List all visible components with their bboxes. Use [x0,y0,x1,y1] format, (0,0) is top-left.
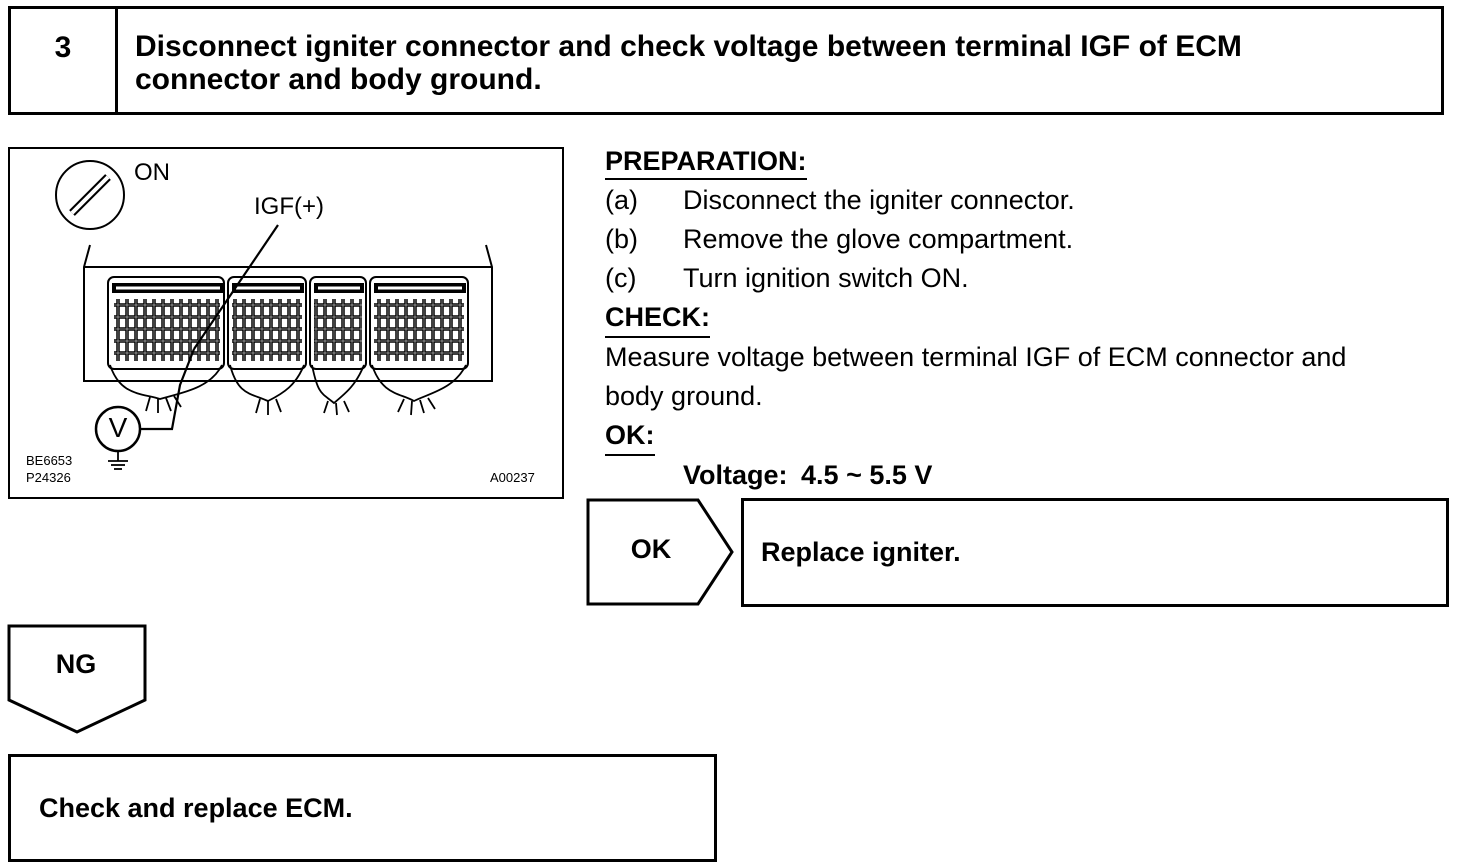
ecm-housing [83,244,493,382]
ng-arrow [7,624,147,734]
check-heading-text: CHECK: [605,302,710,332]
preparation-heading: PREPARATION: [605,144,807,180]
item-text: Turn ignition switch ON. [683,263,969,293]
ok-arrow-label: OK [630,534,672,564]
step-title-line-2: connector and body ground. [135,63,542,96]
preparation-item-c: (c) Turn ignition switch ON. [605,259,1465,298]
ok-heading-text: OK: [605,420,655,450]
switch-on-label: ON [134,159,170,186]
preparation-item-a: (a) Disconnect the igniter connector. [605,181,1465,220]
step-header: 3 Disconnect igniter connector and check… [8,6,1444,115]
ecm-connector-4 [369,276,469,370]
ok-spec-label: Voltage: [683,460,788,490]
replace-ecm-box: Check and replace ECM. [8,754,717,862]
ok-spec: Voltage: 4.5 ~ 5.5 V [605,456,1465,495]
replace-ecm-text: Check and replace ECM. [39,793,353,823]
step-title: Disconnect igniter connector and check v… [135,30,1425,96]
ok-heading: OK: [605,417,655,456]
figure-id: A00237 [490,470,535,485]
figure-code-1: BE6653 [26,453,73,468]
ecm-connector-diagram [55,160,493,470]
ecm-connector-1 [107,276,225,370]
step-number: 3 [54,31,72,64]
ng-arrow-label: NG [55,649,97,679]
ignition-switch-icon [55,160,125,230]
item-marker: (b) [605,224,638,254]
check-heading: CHECK: [605,299,710,338]
voltmeter-symbol: V [108,412,128,443]
preparation-item-b: (b) Remove the glove compartment. [605,220,1465,259]
replace-igniter-text: Replace igniter. [761,537,961,567]
item-marker: (a) [605,185,638,215]
step-title-line-1: Disconnect igniter connector and check v… [135,30,1242,63]
ground-icon [108,451,128,470]
ecm-connector-3 [309,276,367,370]
ok-arrow [586,498,734,606]
igf-terminal-label: IGF(+) [254,193,324,220]
instructions: PREPARATION: (a) Disconnect the igniter c… [605,142,1465,495]
item-text: Disconnect the igniter connector. [683,185,1075,215]
ok-spec-value: 4.5 ~ 5.5 V [801,460,933,490]
item-marker: (c) [605,263,637,293]
check-line-1: Measure voltage between terminal IGF of … [605,342,1347,372]
ecm-connector-2 [227,276,307,370]
check-line-2: body ground. [605,381,763,411]
step-number-divider [115,9,118,112]
figure-code-2: P24326 [26,470,71,485]
item-text: Remove the glove compartment. [683,224,1074,254]
ecm-connector-figure: ON IGF(+) V BE6653 P24326 A00237 [8,147,564,499]
replace-igniter-box: Replace igniter. [741,498,1449,607]
preparation-heading-text: PREPARATION: [605,146,807,176]
